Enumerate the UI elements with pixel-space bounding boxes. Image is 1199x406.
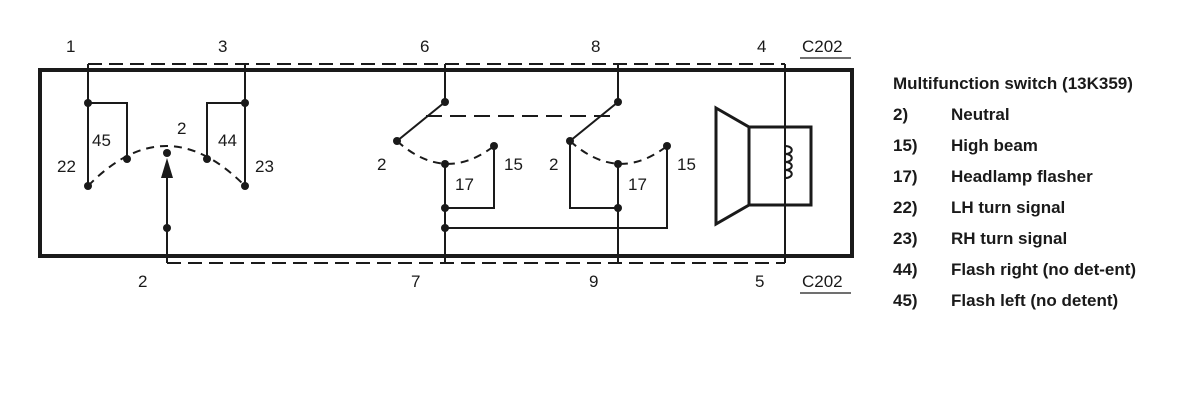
turn-contact-dots bbox=[84, 99, 249, 232]
pin-label-7: 7 bbox=[411, 272, 420, 291]
horn-symbol bbox=[714, 64, 813, 263]
contact-label-right-17: 17 bbox=[628, 175, 647, 194]
legend-item: 17) Headlamp flasher bbox=[893, 161, 1193, 192]
contact-label-23: 23 bbox=[255, 157, 274, 176]
contact-label-44: 44 bbox=[218, 131, 237, 150]
legend-item: 45) Flash left (no detent) bbox=[893, 285, 1193, 316]
legend-item-number: 22) bbox=[893, 198, 918, 217]
pin-label-8: 8 bbox=[591, 37, 600, 56]
contact-label-left-2: 2 bbox=[377, 155, 386, 174]
pin-label-2: 2 bbox=[138, 272, 147, 291]
connector-label-top: C202 bbox=[802, 37, 843, 56]
beam-left-dots bbox=[393, 98, 498, 232]
legend-item: 15) High beam bbox=[893, 130, 1193, 161]
connector-label-bottom: C202 bbox=[802, 272, 843, 291]
legend-item: 22) LH turn signal bbox=[893, 192, 1193, 223]
contact-label-left-17: 17 bbox=[455, 175, 474, 194]
turn-signal-section bbox=[87, 64, 246, 263]
contact-label-right-2: 2 bbox=[549, 155, 558, 174]
legend-item: 2) Neutral bbox=[893, 99, 1193, 130]
pin-label-3: 3 bbox=[218, 37, 227, 56]
legend-item-number: 17) bbox=[893, 167, 918, 186]
legend-item-number: 15) bbox=[893, 136, 918, 155]
legend-item-description: High beam bbox=[951, 136, 1038, 155]
legend-item-number: 45) bbox=[893, 291, 918, 310]
pin-label-4: 4 bbox=[757, 37, 766, 56]
legend-item-description: LH turn signal bbox=[951, 198, 1066, 217]
legend-item-description: Flash left (no detent) bbox=[951, 291, 1119, 310]
pin-label-9: 9 bbox=[589, 272, 598, 291]
legend-item-description: RH turn signal bbox=[951, 229, 1068, 248]
contact-label-22: 22 bbox=[57, 157, 76, 176]
contact-label-left-15: 15 bbox=[504, 155, 523, 174]
legend-item-number: 2) bbox=[893, 105, 909, 124]
legend-item-description: Neutral bbox=[951, 105, 1010, 124]
contact-label-right-15: 15 bbox=[677, 155, 696, 174]
pin-label-6: 6 bbox=[420, 37, 429, 56]
legend-title: Multifunction switch (13K359) bbox=[893, 74, 1133, 93]
turn-lever-arrow bbox=[161, 158, 173, 178]
pin-label-1: 1 bbox=[66, 37, 75, 56]
legend-item-number: 44) bbox=[893, 260, 918, 279]
contact-label-45: 45 bbox=[92, 131, 111, 150]
legend-item-number: 23) bbox=[893, 229, 918, 248]
legend-item-description: Flash right (no det-ent) bbox=[951, 260, 1137, 279]
legend-item-description: Headlamp flasher bbox=[951, 167, 1093, 186]
beam-switch-right bbox=[569, 64, 668, 263]
beam-switch-left bbox=[396, 64, 618, 263]
legend: Multifunction switch (13K359) 2) Neutral… bbox=[893, 68, 1193, 316]
pin-label-5: 5 bbox=[755, 272, 764, 291]
contact-label-neutral-2: 2 bbox=[177, 119, 186, 138]
legend-item: 44) Flash right (no det-ent) bbox=[893, 254, 1193, 285]
beam-right-dots bbox=[566, 98, 671, 212]
legend-item: 23) RH turn signal bbox=[893, 223, 1193, 254]
